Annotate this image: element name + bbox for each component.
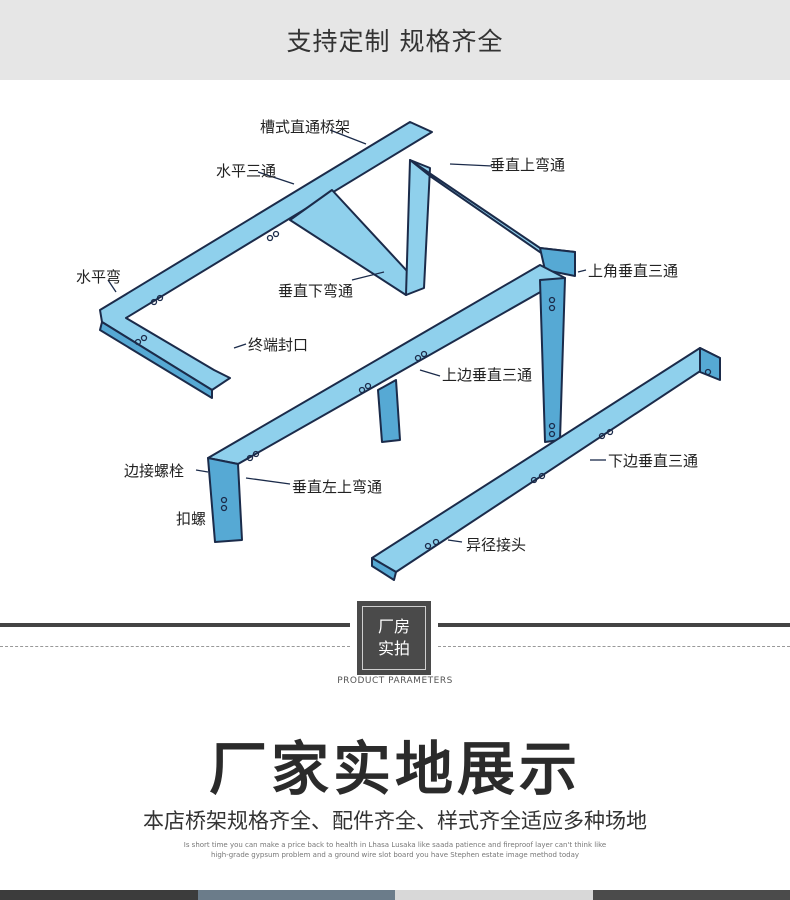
label-bian-jie-luo-shuan: 边接螺栓 <box>124 462 184 480</box>
bolt-holes <box>134 230 712 550</box>
divider-dash-right <box>438 646 790 647</box>
section-subtitle: 本店桥架规格齐全、配件齐全、样式齐全适应多种场地 <box>143 809 647 833</box>
section-divider: 厂房 实拍 PRODUCT PARAMETERS <box>0 590 790 700</box>
badge-line2: 实拍 <box>377 639 410 658</box>
section-title: 厂家实地展示 <box>208 735 581 803</box>
english-caption-line1: Is short time you can make a price back … <box>183 841 607 849</box>
label-chui-zhi-zuo-shang-wan-tong: 垂直左上弯通 <box>292 478 382 496</box>
lower-tray-run <box>371 347 721 581</box>
label-shang-jiao-chui-zhi-san-tong: 上角垂直三通 <box>588 262 678 280</box>
divider-line-right <box>438 623 790 627</box>
badge-subtitle: PRODUCT PARAMETERS <box>337 676 453 686</box>
english-caption-line2: high-grade gypsum problem and a ground w… <box>210 851 580 859</box>
photo-strip-2 <box>197 890 395 900</box>
header-banner: 支持定制 规格齐全 <box>0 0 790 80</box>
main-tray-run <box>207 264 566 543</box>
label-yi-jing-jie-tou: 异径接头 <box>466 536 526 554</box>
photo-strip-4 <box>592 890 790 900</box>
cable-tray-diagram: 槽式直通桥架 水平三通 水平弯 垂直下弯通 终端封口 垂直上弯通 上角垂直三通 … <box>0 80 790 600</box>
label-zhong-duan-feng-kou: 终端封口 <box>248 336 308 354</box>
badge-line1: 厂房 <box>377 617 410 636</box>
label-cao-shi: 槽式直通桥架 <box>260 118 350 136</box>
photo-strip-3 <box>395 890 593 900</box>
factory-photo-badge: 厂房 实拍 <box>357 601 431 675</box>
leader-lines <box>107 129 606 543</box>
label-shui-ping-san-tong: 水平三通 <box>216 162 276 180</box>
label-chui-zhi-xia-wan-tong: 垂直下弯通 <box>278 282 353 300</box>
cable-tray-illustration: 槽式直通桥架 水平三通 水平弯 垂直下弯通 终端封口 垂直上弯通 上角垂直三通 … <box>76 118 721 581</box>
english-caption: Is short time you can make a price back … <box>180 840 610 860</box>
diagram-labels: 槽式直通桥架 水平三通 水平弯 垂直下弯通 终端封口 垂直上弯通 上角垂直三通 … <box>76 118 698 554</box>
header-title: 支持定制 规格齐全 <box>286 27 504 56</box>
label-xia-bian-chui-zhi-san-tong: 下边垂直三通 <box>608 452 698 470</box>
label-kou-luo: 扣螺 <box>176 510 206 528</box>
label-shang-bian-chui-zhi-san-tong: 上边垂直三通 <box>442 366 532 384</box>
upper-tray-assembly <box>99 121 576 399</box>
divider-dash-left <box>0 646 350 647</box>
photo-strip <box>0 890 790 900</box>
divider-line-left <box>0 623 350 627</box>
label-shui-ping-wan: 水平弯 <box>76 268 121 286</box>
badge-inner: 厂房 实拍 <box>362 606 426 670</box>
photo-strip-1 <box>0 890 198 900</box>
label-chui-zhi-shang-wan-tong: 垂直上弯通 <box>490 156 565 174</box>
